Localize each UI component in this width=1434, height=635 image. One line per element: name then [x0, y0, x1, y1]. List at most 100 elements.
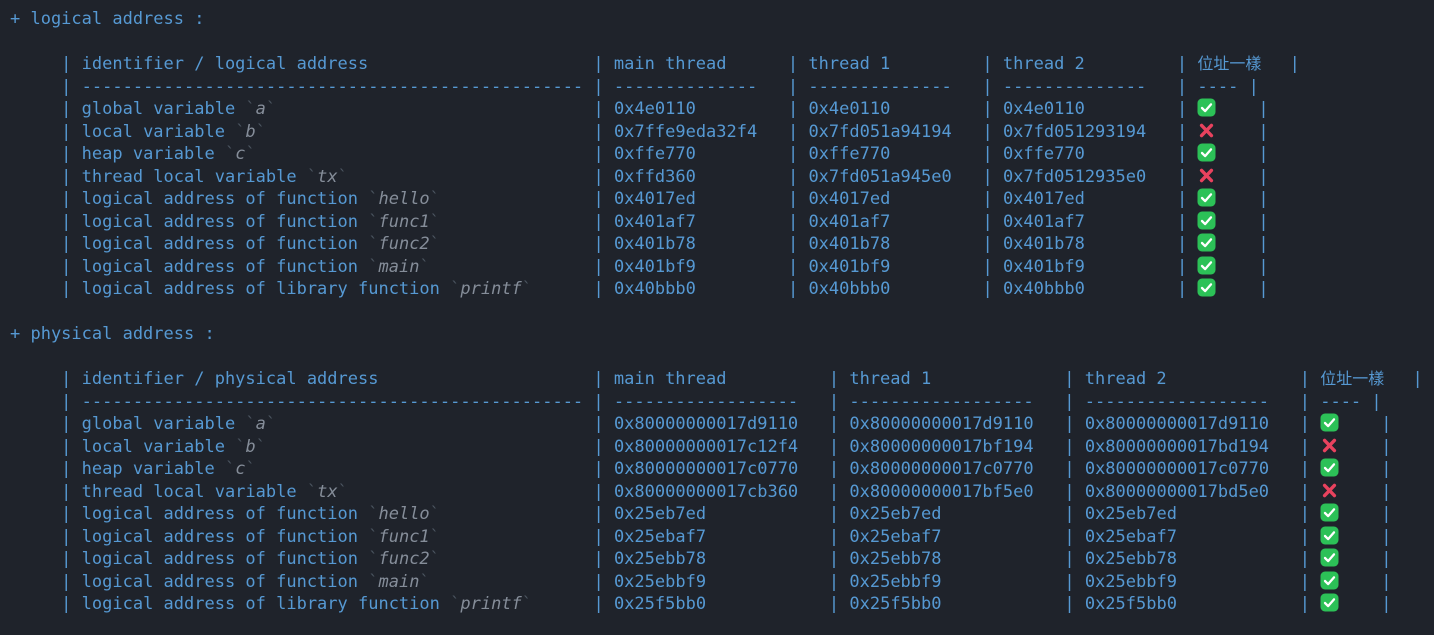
pipe-separator: | — [1299, 436, 1321, 457]
pipe-separator: | — [1299, 481, 1321, 502]
identifier-label: heap variable — [81, 459, 215, 479]
pad — [532, 594, 593, 614]
pad — [1269, 482, 1300, 502]
pad — [757, 77, 788, 97]
identifier-label: local variable — [81, 436, 225, 457]
pipe-separator: | — [1176, 189, 1198, 209]
pipe-separator: | — [593, 369, 614, 389]
different-cross-icon — [1320, 436, 1340, 462]
address-value: 0x25f5bb0 — [613, 594, 707, 614]
backtick: ` — [337, 481, 348, 502]
address-value: 0x4017ed — [613, 189, 696, 209]
pipe-separator: | — [828, 414, 850, 434]
same-check-icon — [1197, 233, 1217, 259]
pad — [583, 77, 593, 97]
pipe-separator: | — [593, 166, 614, 187]
pipe-separator: | — [1340, 459, 1392, 479]
pad — [1085, 212, 1177, 232]
backtick: ` — [358, 504, 379, 524]
pipe-separator: | — [1064, 436, 1085, 457]
backtick: ` — [419, 571, 430, 592]
pipe-separator: | — [593, 526, 614, 547]
pipe-separator: | — [593, 594, 614, 614]
address-value: 0xffd360 — [613, 166, 696, 187]
pipe-separator: | — [982, 256, 1003, 277]
divider-dashes: ----------------------------------------… — [81, 76, 584, 97]
column-header-thread: thread 2 — [1084, 369, 1167, 389]
pad — [890, 144, 982, 164]
pad — [348, 167, 594, 187]
identifier-label: logical address of function — [81, 526, 358, 547]
pipe-separator: | — [787, 144, 809, 164]
pipe-separator: | — [593, 234, 614, 254]
pipe-separator: | — [1402, 369, 1423, 389]
identifier-name: c — [235, 144, 246, 164]
divider-dashes: ------------------ — [613, 391, 799, 412]
pipe-separator: | — [1340, 414, 1392, 434]
address-value: 0x80000000017c0770 — [1084, 459, 1270, 479]
address-value: 0x25eb7ed — [849, 504, 942, 524]
table-row: | heap variable `c` | 0x80000000017c0770… — [10, 458, 1434, 481]
address-value: 0x80000000017c0770 — [613, 459, 799, 479]
terminal-line: | --------------------------------------… — [10, 391, 1434, 414]
address-value: 0x80000000017c0770 — [849, 459, 1034, 479]
column-header-thread: thread 1 — [849, 369, 932, 389]
pipe-separator: | — [1217, 211, 1269, 232]
column-header-thread: main thread — [613, 369, 727, 389]
pad — [952, 77, 983, 97]
same-check-icon — [1320, 548, 1340, 574]
pipe-separator: | — [593, 76, 614, 97]
pipe-separator: | — [593, 54, 614, 74]
pad — [1177, 549, 1300, 569]
identifier-label: logical address of function — [81, 549, 358, 569]
address-value: 0x80000000017c12f4 — [613, 436, 799, 457]
table-row: | logical address of function `func2` | … — [10, 233, 1434, 256]
divider-dashes: ----------------------------------------… — [81, 391, 584, 412]
pipe-separator: | — [828, 526, 850, 547]
identifier-label: global variable — [81, 99, 236, 119]
pad — [890, 234, 982, 254]
pad — [1085, 279, 1177, 299]
pipe-separator: | — [10, 256, 82, 277]
backtick: ` — [235, 414, 256, 434]
identifier-name: func1 — [378, 211, 430, 232]
identifier-label: heap variable — [81, 144, 215, 164]
pipe-separator: | — [1217, 256, 1269, 277]
pipe-separator: | — [828, 369, 850, 389]
pad — [890, 212, 982, 232]
pipe-separator: | — [1217, 99, 1269, 119]
same-check-icon — [1320, 526, 1340, 552]
table-row: | logical address of function `func1` | … — [10, 211, 1434, 234]
backtick: ` — [245, 144, 256, 164]
pad — [1177, 572, 1300, 592]
section-title: + physical address : — [10, 324, 215, 344]
address-value: 0x401bf9 — [1002, 256, 1085, 277]
different-cross-icon — [1197, 166, 1217, 192]
identifier-name: b — [245, 121, 256, 142]
address-value: 0x25ebaf7 — [1084, 526, 1177, 547]
identifier-name: b — [245, 436, 256, 457]
identifier-label: logical address of library function — [81, 279, 440, 299]
backtick: ` — [358, 234, 379, 254]
table-row: | global variable `a` | 0x4e0110 | 0x4e0… — [10, 98, 1434, 121]
pad — [706, 594, 829, 614]
backtick: ` — [429, 234, 440, 254]
pad — [706, 549, 829, 569]
backtick: ` — [235, 99, 256, 119]
pipe-separator: | — [787, 189, 809, 209]
column-header-identifier: identifier / logical address — [81, 54, 369, 74]
pad — [266, 122, 594, 142]
pipe-separator: | — [982, 121, 1003, 142]
identifier-name: func2 — [378, 549, 430, 569]
pipe-separator: | — [1176, 99, 1198, 119]
pad — [440, 549, 594, 569]
pipe-separator: | — [10, 234, 82, 254]
address-value: 0x25f5bb0 — [849, 594, 942, 614]
pad — [348, 482, 594, 502]
pipe-separator: | — [828, 504, 850, 524]
address-value: 0x80000000017bf194 — [849, 436, 1034, 457]
pipe-separator: | — [787, 234, 809, 254]
pipe-separator: | — [1217, 189, 1269, 209]
identifier-name: tx — [317, 481, 338, 502]
pipe-separator: | — [982, 279, 1003, 299]
